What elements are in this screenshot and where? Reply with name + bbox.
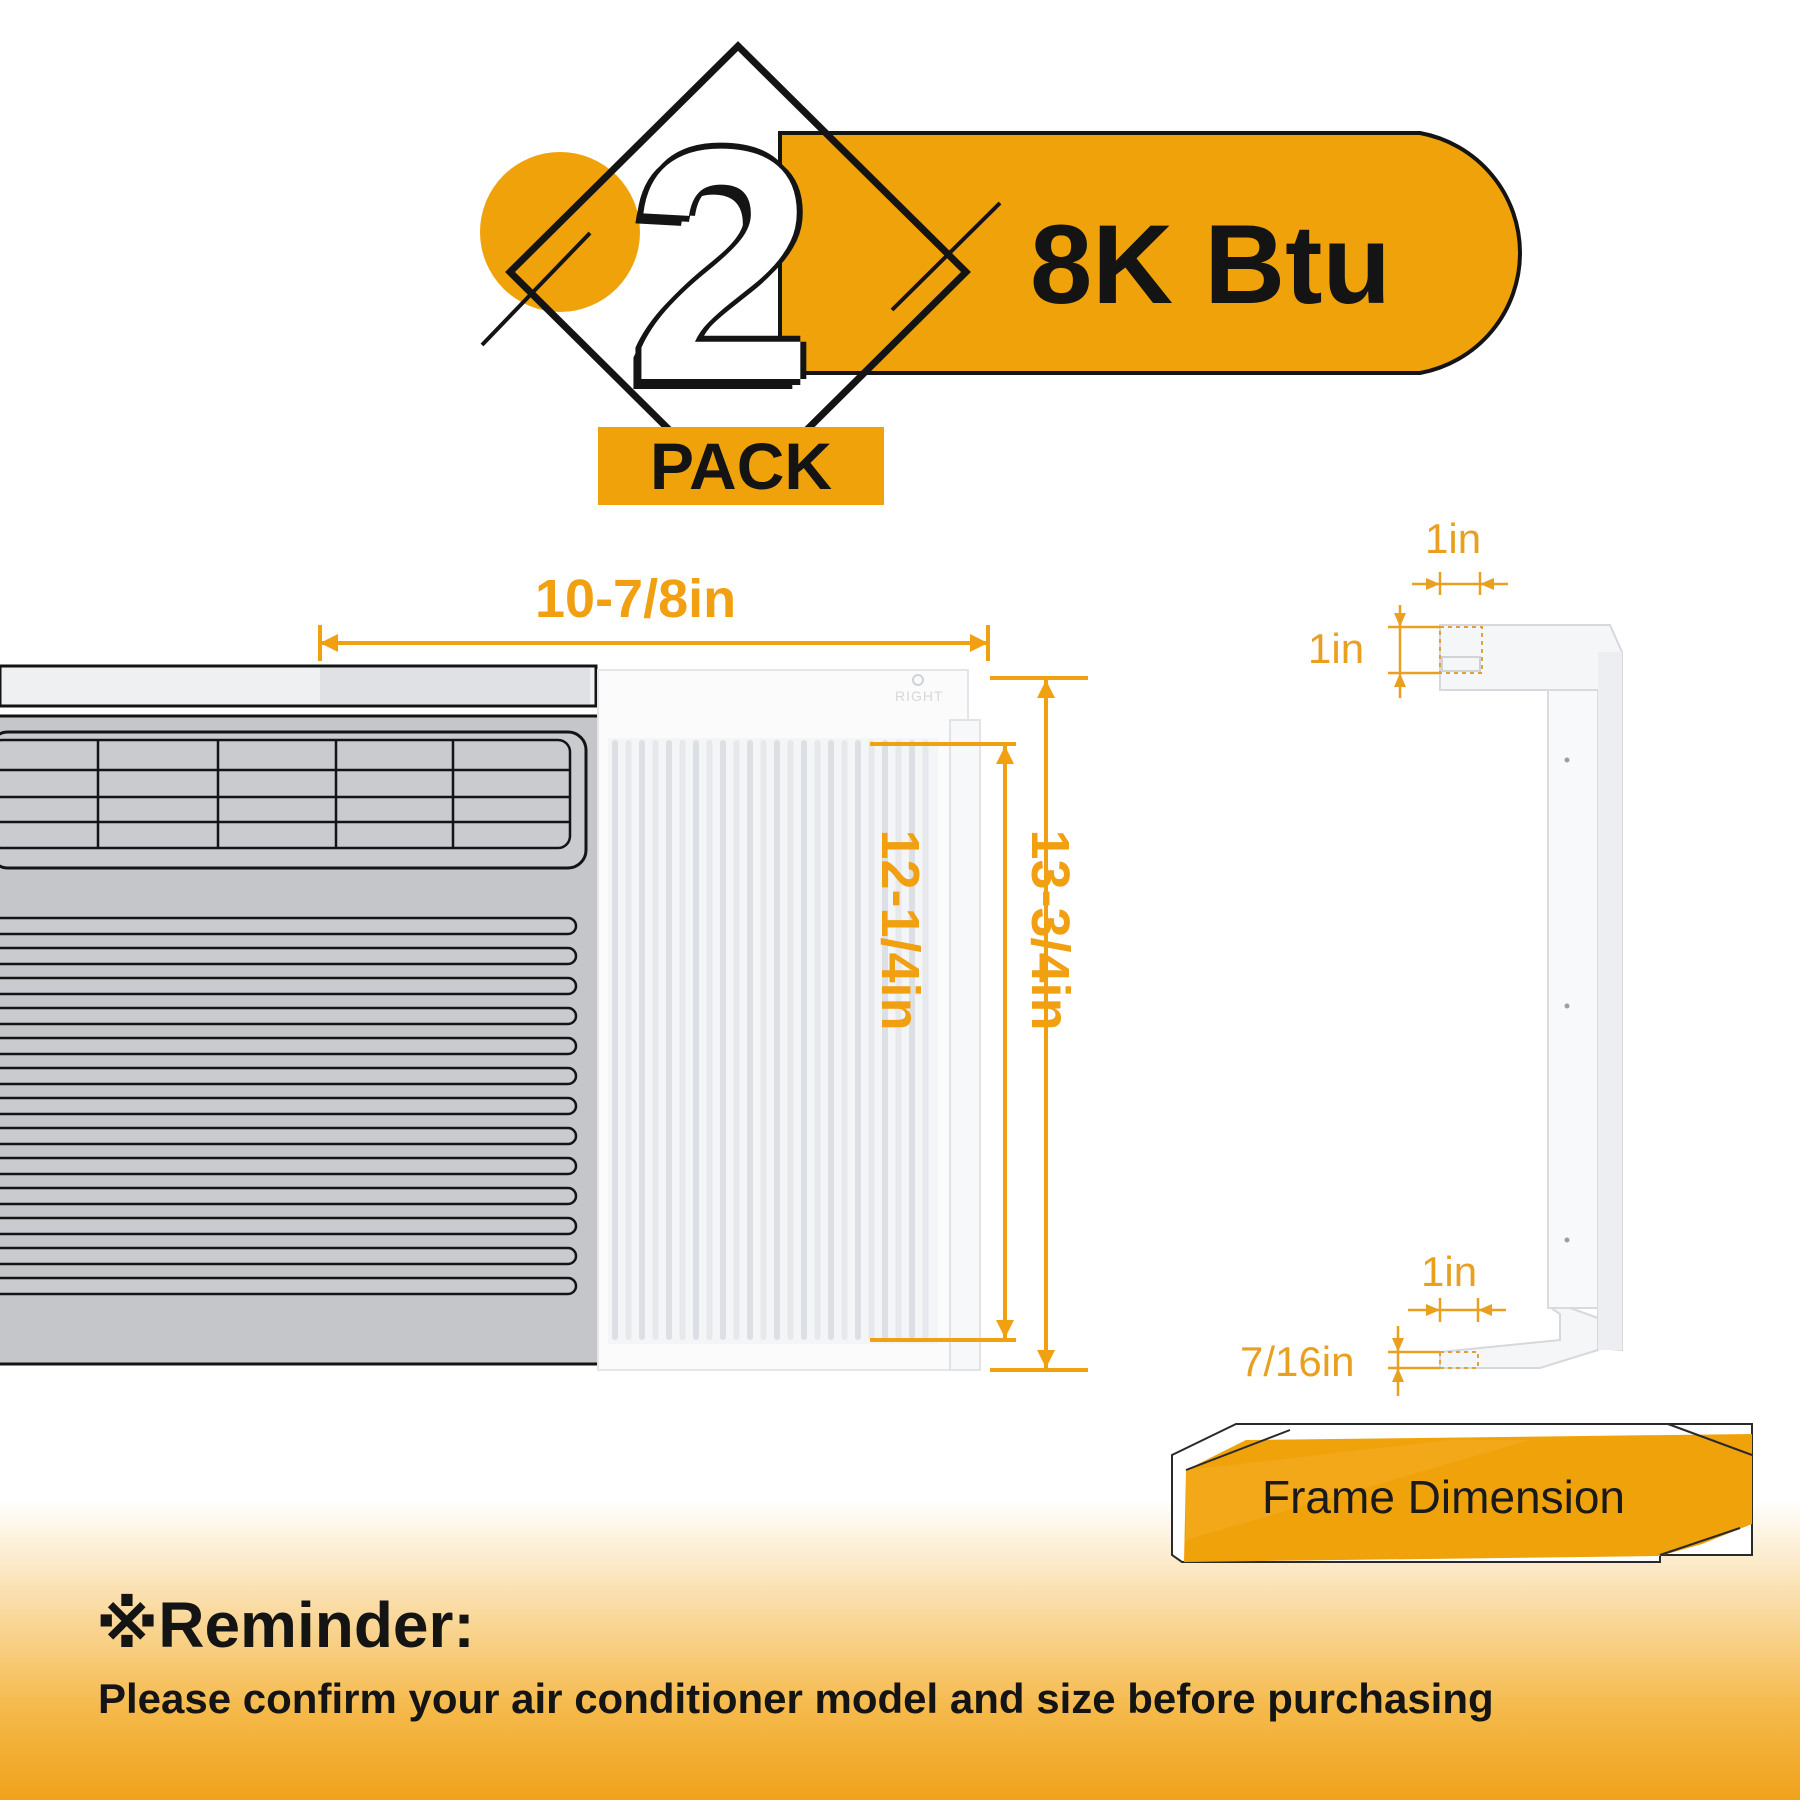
panel-pleat (841, 740, 848, 1340)
vent-slot (0, 946, 578, 966)
panel-pleat (760, 740, 767, 1340)
air-conditioner-illustration (0, 664, 608, 1366)
panel-pleat (679, 740, 686, 1340)
unit-top-highlight (320, 668, 590, 704)
frame-top-slot (1441, 656, 1481, 672)
panel-pleat (909, 740, 915, 1340)
frame-top-width-dimension: 1in (1425, 515, 1482, 562)
vent-slot (0, 1186, 578, 1206)
panel-dimension-lines (318, 625, 1088, 1372)
reminder-title: ※Reminder: (96, 1589, 475, 1661)
unit-vent-slots (0, 916, 578, 1296)
vent-slot (0, 1216, 578, 1236)
reminder-body: Please confirm your air conditioner mode… (98, 1675, 1494, 1722)
vent-slot (0, 1096, 578, 1116)
vent-slot (0, 1156, 578, 1176)
panel-pleat (787, 740, 794, 1340)
panel-outer-height-dimension: 13-3/4in (1020, 829, 1080, 1031)
frame-bottom-section-marker (1439, 1351, 1479, 1369)
panel-pleat (720, 740, 726, 1340)
panel-pleat (625, 740, 632, 1340)
panel-pleat (882, 740, 888, 1340)
panel-pleat (652, 740, 659, 1340)
pack-ribbon (598, 427, 884, 505)
panel-pleat (895, 740, 902, 1340)
panel-pleat (774, 740, 780, 1340)
capacity-pill (778, 131, 1522, 375)
panel-pleat (639, 740, 645, 1340)
panel-pleat (801, 740, 807, 1340)
badge-circle (480, 152, 640, 312)
diamond-slash-left (480, 231, 592, 347)
diamond-slash-right (890, 201, 1002, 312)
panel-pleat (612, 740, 618, 1340)
panel-pleat (693, 740, 699, 1340)
frame-top-section-marker (1439, 626, 1483, 674)
panel-inner-height-dimension: 12-1/4in (870, 829, 930, 1031)
panel-pleat (706, 740, 713, 1340)
vent-slot (0, 976, 578, 996)
unit-control-panel (0, 730, 588, 870)
vent-slot (0, 1126, 578, 1146)
vent-slot (0, 1246, 578, 1266)
panel-pleat (868, 740, 875, 1340)
frame-side-edge (1598, 652, 1622, 1350)
panel-pleat (747, 740, 753, 1340)
frame-dimension-caption: Frame Dimension (1262, 1471, 1625, 1523)
frame-bottom-width-dimension: 1in (1421, 1248, 1478, 1295)
vent-slot (0, 916, 578, 936)
panel-pleat (733, 740, 740, 1340)
panel-pleat (855, 740, 861, 1340)
pack-badge-graphic (480, 41, 1522, 505)
panel-hole (912, 674, 924, 686)
vent-slot (0, 1066, 578, 1086)
pack-label: PACK (649, 429, 833, 503)
panel-end-rail (949, 719, 981, 1371)
panel-pleat (922, 740, 929, 1340)
control-grid-outline (0, 738, 572, 850)
panel-pleat (828, 740, 834, 1340)
side-panel-illustration (597, 669, 981, 1371)
frame-top-height-dimension: 1in (1308, 625, 1365, 672)
panel-pleat (814, 740, 821, 1340)
panel-stamp-text: RIGHT (895, 688, 944, 704)
vent-slot (0, 1276, 578, 1296)
frame-dimension-lines (1388, 572, 1508, 1396)
panel-pleat (666, 740, 672, 1340)
frame-side-rail (1547, 689, 1599, 1309)
vent-slot (0, 1036, 578, 1056)
vent-slot (0, 1006, 578, 1026)
capacity-label: 8K Btu (1030, 202, 1391, 327)
frame-bottom-height-dimension: 7/16in (1240, 1338, 1355, 1385)
panel-pleats (612, 740, 929, 1340)
frame-illustration (1439, 624, 1623, 1369)
frame-dimension-ribbon (1171, 1423, 1753, 1563)
pack-count: 2 (630, 80, 814, 449)
panel-width-dimension: 10-7/8in (535, 569, 737, 629)
